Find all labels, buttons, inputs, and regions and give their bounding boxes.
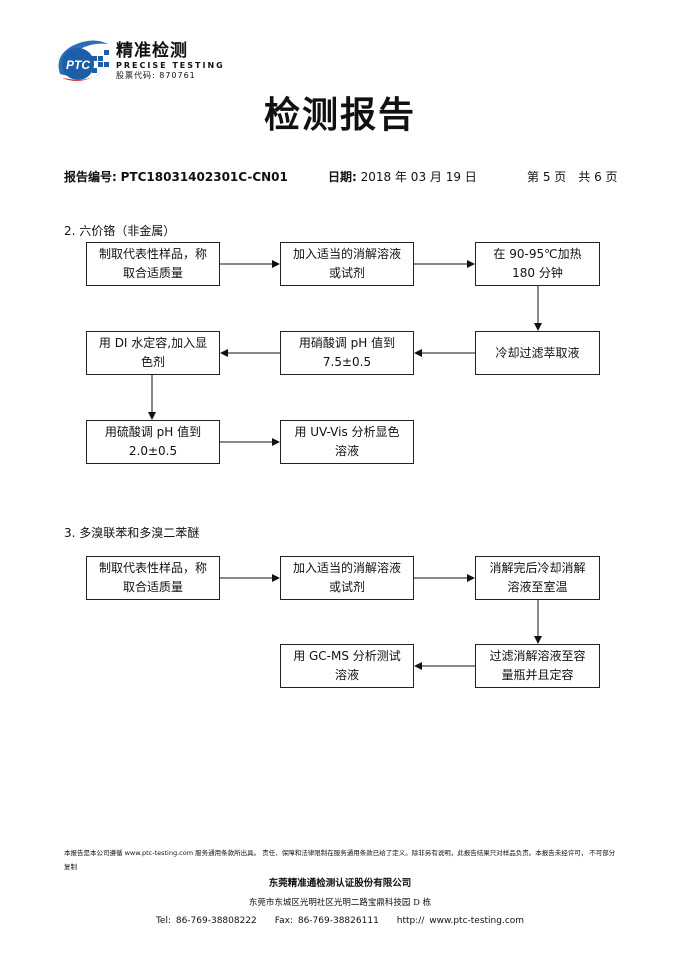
report-title: 检测报告 (263, 94, 416, 136)
section-2-heading: 2. 六价铬（非金属） (64, 224, 176, 238)
flow-step-3-4: 过滤消解溶液至容 量瓶并且定容 (475, 644, 600, 688)
flow-step-2-2: 加入适当的消解溶液 或试剂 (280, 242, 414, 286)
footer-company-name: 东莞精准通检测认证股份有限公司 (268, 878, 412, 889)
flow-step-3-3: 消解完后冷却消解 溶液至室温 (475, 556, 600, 600)
report-date-label: 日期: (328, 170, 357, 184)
svg-text:PTC: PTC (66, 58, 90, 72)
report-date-value: 2018 年 03 月 19 日 (360, 170, 477, 184)
report-date: 日期: 2018 年 03 月 19 日 (328, 168, 477, 185)
flow-step-2-6: 用 DI 水定容,加入显 色剂 (86, 331, 220, 375)
footer-disclaimer: 本报告是本公司遵循 www.ptc-testing.com 服务通用条款所出具。… (64, 849, 616, 871)
flow-step-2-8: 用 UV-Vis 分析显色 溶液 (280, 420, 414, 464)
logo-name-cn: 精准检测 (116, 41, 188, 61)
logo-stock-code: 股票代码: 870761 (116, 71, 196, 80)
section-3-heading: 3. 多溴联苯和多溴二苯醚 (64, 526, 200, 540)
report-number-value: PTC18031402301C-CN01 (120, 170, 288, 184)
page-indicator: 第 5 页 共 6 页 (527, 170, 618, 184)
footer-contact: Tel: 86-769-38808222 Fax: 86-769-3882611… (155, 916, 525, 926)
company-logo-text: 精准检测 PRECISE TESTING 股票代码: 870761 (116, 42, 225, 81)
flow-step-3-1: 制取代表性样品，称 取合适质量 (86, 556, 220, 600)
report-number-label: 报告编号: (64, 170, 117, 184)
flow-step-2-4: 冷却过滤萃取液 (475, 331, 600, 375)
company-logo-emblem: PTC (52, 34, 114, 86)
flow-step-2-5: 用硝酸调 pH 值到 7.5±0.5 (280, 331, 414, 375)
flow-step-2-7: 用硫酸调 pH 值到 2.0±0.5 (86, 420, 220, 464)
report-number: 报告编号: PTC18031402301C-CN01 (64, 168, 288, 185)
flow-step-2-1: 制取代表性样品，称 取合适质量 (86, 242, 220, 286)
flow-step-2-3: 在 90-95℃加热 180 分钟 (475, 242, 600, 286)
flow-step-3-2: 加入适当的消解溶液 或试剂 (280, 556, 414, 600)
footer-address: 东莞市东城区光明社区光明二路宝鼎科技园 D 栋 (248, 898, 432, 908)
flow-step-3-5: 用 GC-MS 分析测试 溶液 (280, 644, 414, 688)
logo-name-en: PRECISE TESTING (116, 61, 225, 70)
